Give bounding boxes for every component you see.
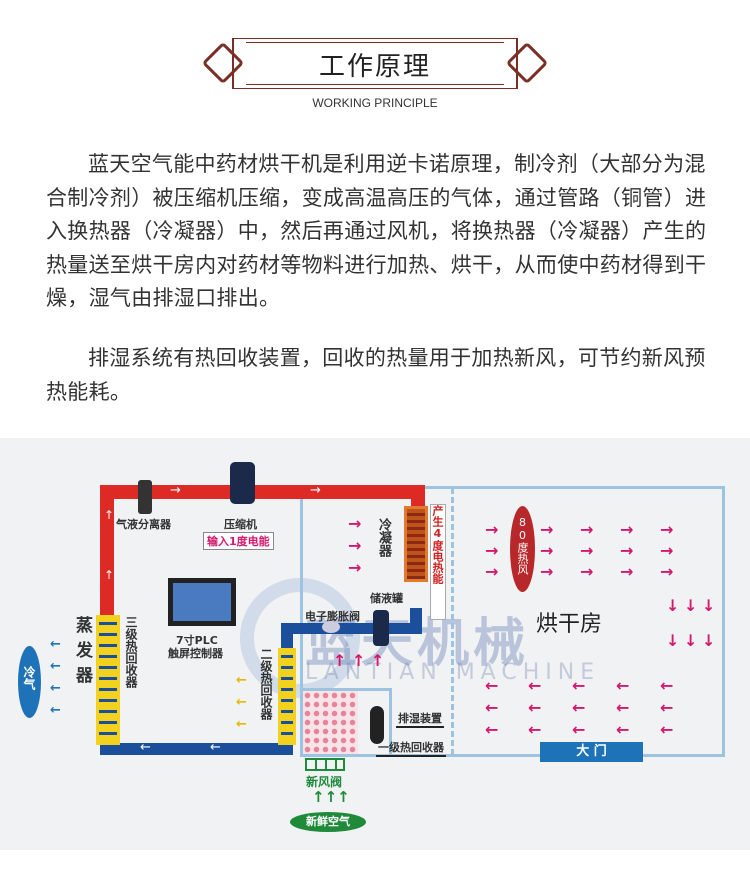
airflow-arrow-icon: ← (660, 698, 674, 717)
airflow-arrow-icon: → (485, 562, 499, 581)
fan-icon (370, 706, 384, 744)
airflow-arrow-icon: → (580, 520, 594, 539)
condenser-coil (404, 506, 428, 582)
working-principle-diagram: 蓝天机械 LANTIAN MACHINE ↑ ↑ → → ← ← 气液分离器 压… (0, 438, 750, 850)
machine-outline (300, 486, 725, 757)
dehumidifier-label: 排湿装置 (396, 710, 444, 728)
fresh-air-label: 新鲜空气 (290, 812, 366, 832)
blue-pipe-bottom (100, 743, 293, 755)
recovery3-label: 三级热回收器 (124, 616, 138, 688)
airflow-arrow-icon: ↓ (684, 631, 698, 650)
hot-air-oval (510, 506, 535, 592)
paragraph-principle: 蓝天空气能中药材烘干机是利用逆卡诺原理，制冷剂（大部分为混合制冷剂）被压缩机压缩… (46, 152, 707, 310)
separator-icon (138, 480, 152, 514)
blue-pipe-condenser (410, 608, 422, 634)
condenser-label: 冷凝器 (376, 518, 391, 557)
airflow-arrow-icon: → (660, 541, 674, 560)
airflow-arrow-icon: → (620, 562, 634, 581)
airflow-arrow-icon: ← (572, 720, 586, 739)
airflow-arrow-icon: ← (572, 698, 586, 717)
airflow-arrow-icon: → (540, 562, 554, 581)
recovery1-core (303, 691, 358, 754)
expansion-valve-icon (322, 621, 340, 633)
airflow-arrow-icon: → (485, 520, 499, 539)
compressor-label: 压缩机 (224, 518, 257, 531)
recovery1-label: 一级热回收器 (376, 739, 446, 757)
page-title: 工作原理 (318, 52, 431, 82)
airflow-arrow-icon: ↓ (666, 596, 680, 615)
partition (451, 488, 454, 755)
cold-air-arrows: ←←←← (50, 637, 61, 718)
power-input-label: 输入1度电能 (203, 532, 274, 550)
airflow-arrow-icon: → (660, 562, 674, 581)
airflow-arrow-icon: ← (660, 676, 674, 695)
plc-label-1: 7寸PLC (176, 634, 218, 647)
airflow-arrow-icon: → (540, 520, 554, 539)
heat-output-label: 产生4度电热能 (430, 504, 446, 620)
watermark-en: LANTIAN MACHINE (305, 660, 601, 685)
compressor-icon (230, 462, 255, 504)
recovery2-coil (278, 648, 296, 745)
receiver-label: 储液罐 (370, 592, 403, 605)
airflow-arrow-icon: → (580, 541, 594, 560)
airflow-arrow-icon: ← (485, 676, 499, 695)
airflow-arrow-icon: ← (485, 720, 499, 739)
red-pipe-top (100, 485, 425, 499)
airflow-arrow-icon: ← (660, 720, 674, 739)
red-pipe-left (100, 485, 114, 615)
evaporator-coil (96, 615, 120, 745)
plc-screen (168, 578, 236, 626)
airflow-arrow-icon: → (620, 520, 634, 539)
evaporator-label: 蒸发器 (72, 616, 92, 691)
recovery2-label: 二级热回收器 (259, 648, 273, 720)
fresh-air-valve-icon (305, 758, 345, 771)
drying-room-label: 烘干房 (536, 612, 603, 637)
hot-air-label: 80度热风 (516, 516, 529, 575)
airflow-arrow-icon: ← (485, 698, 499, 717)
paragraph-heat-recovery: 排湿系统有热回收装置，回收的热量用于加热新风，可节约新风预热能耗。 (46, 346, 706, 404)
airflow-arrow-icon: ↓ (684, 596, 698, 615)
fresh-valve-label: 新风阀 (306, 775, 343, 789)
airflow-arrow-icon: → (620, 541, 634, 560)
airflow-arrow-icon: ← (528, 698, 542, 717)
separator-label: 气液分离器 (116, 518, 171, 531)
airflow-arrow-icon: ← (572, 676, 586, 695)
airflow-arrow-icon: ← (616, 676, 630, 695)
cold-air-label: 冷气 (22, 666, 36, 690)
recovery2-arrows: ←←← (236, 673, 247, 732)
airflow-arrow-icon: → (485, 541, 499, 560)
airflow-arrow-icon: ↓ (702, 631, 716, 650)
airflow-arrow-icon: → (540, 541, 554, 560)
blue-pipe-mid (281, 623, 421, 634)
airflow-arrow-icon: ↓ (666, 631, 680, 650)
fresh-air-arrows: ↑↑↑ (312, 788, 350, 806)
airflow-arrow-icon: → (580, 562, 594, 581)
receiver-icon (373, 610, 389, 646)
airflow-arrow-icon: ← (616, 698, 630, 717)
cold-air-oval (18, 646, 41, 718)
page-subtitle: WORKING PRINCIPLE (312, 96, 438, 110)
airflow-arrow-icon: ← (528, 720, 542, 739)
airflow-arrow-icon: ← (528, 676, 542, 695)
plc-label-2: 触屏控制器 (168, 647, 223, 660)
door-label[interactable]: 大 门 (540, 742, 643, 762)
airflow-arrow-icon: ← (616, 720, 630, 739)
expansion-valve-label: 电子膨胀阀 (305, 610, 360, 623)
airflow-arrow-icon: → (660, 520, 674, 539)
red-pipe-right (411, 485, 425, 510)
airflow-arrow-icon: ↓ (702, 596, 716, 615)
